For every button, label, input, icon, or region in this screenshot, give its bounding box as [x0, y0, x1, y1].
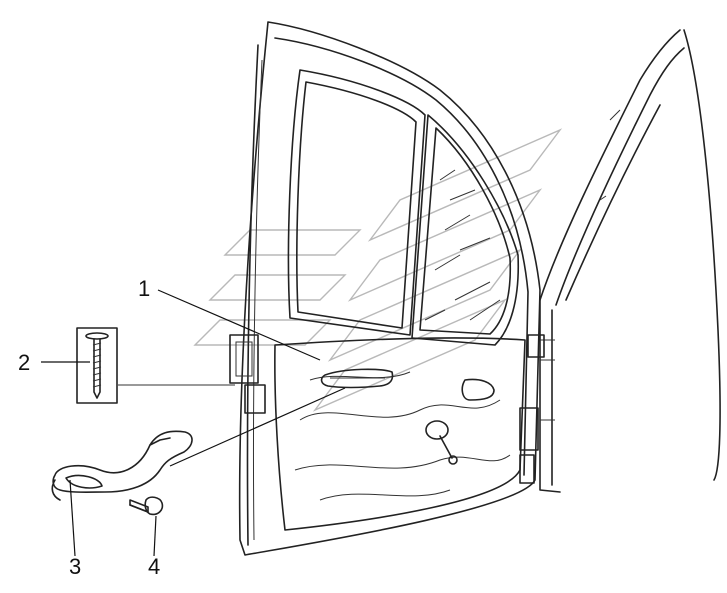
door-frame — [238, 21, 541, 556]
callout-2: 2 — [18, 350, 30, 375]
bolt — [129, 496, 164, 516]
window-crank — [425, 420, 458, 465]
separate-handle — [51, 430, 193, 501]
callout-1: 1 — [138, 276, 150, 301]
callout-4: 4 — [148, 554, 160, 579]
screw-inset-box — [76, 327, 235, 404]
callout-3: 3 — [69, 554, 81, 579]
watermark-logo — [193, 128, 563, 412]
body-pillar — [539, 29, 721, 493]
door-trim-panel — [274, 337, 526, 531]
door-opener — [461, 378, 495, 401]
vent-window — [411, 114, 520, 346]
left-hinges — [229, 334, 266, 414]
grab-handle — [320, 368, 394, 389]
leader-lines — [41, 289, 346, 557]
right-hinges — [519, 334, 545, 484]
window-opening — [287, 69, 426, 336]
